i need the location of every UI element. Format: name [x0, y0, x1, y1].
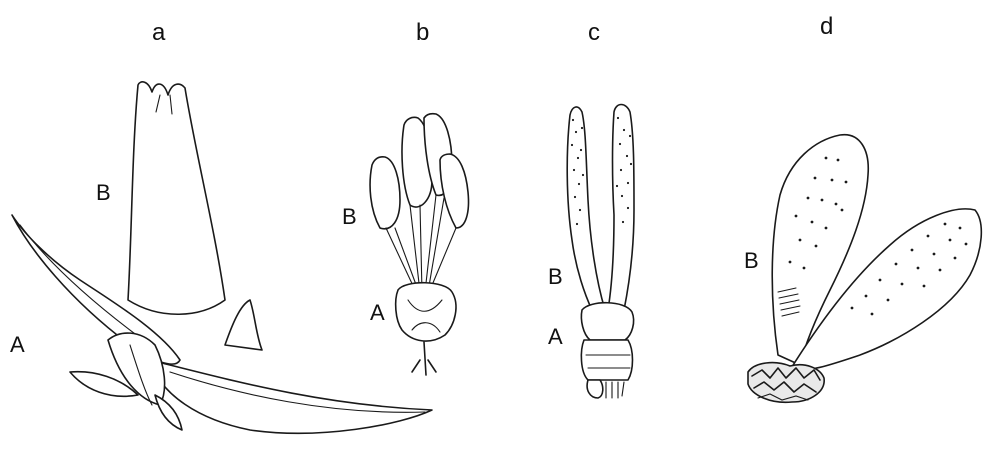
panel-b-label-a: A [370, 300, 385, 325]
panel-a-label-a: A [10, 332, 25, 357]
panel-b-drawing [370, 114, 468, 375]
panel-b-letter: b [416, 19, 429, 46]
panel-c-label-b: B [548, 264, 563, 289]
panel-a-label-b: B [96, 180, 111, 205]
panel-c: c B A [548, 19, 634, 398]
panel-d-letter: d [820, 13, 833, 40]
panel-b-label-b: B [342, 204, 357, 229]
panel-c-drawing [567, 105, 634, 399]
panel-c-label-a: A [548, 324, 563, 349]
panel-a: a B A [10, 19, 432, 433]
panel-a-drawing [12, 82, 432, 433]
panel-c-letter: c [588, 19, 600, 46]
panel-b: b B A [342, 19, 469, 375]
panel-d: d B [744, 13, 981, 402]
panel-d-drawing [748, 135, 981, 403]
panel-d-label-b: B [744, 248, 759, 273]
panel-a-letter: a [152, 19, 166, 46]
